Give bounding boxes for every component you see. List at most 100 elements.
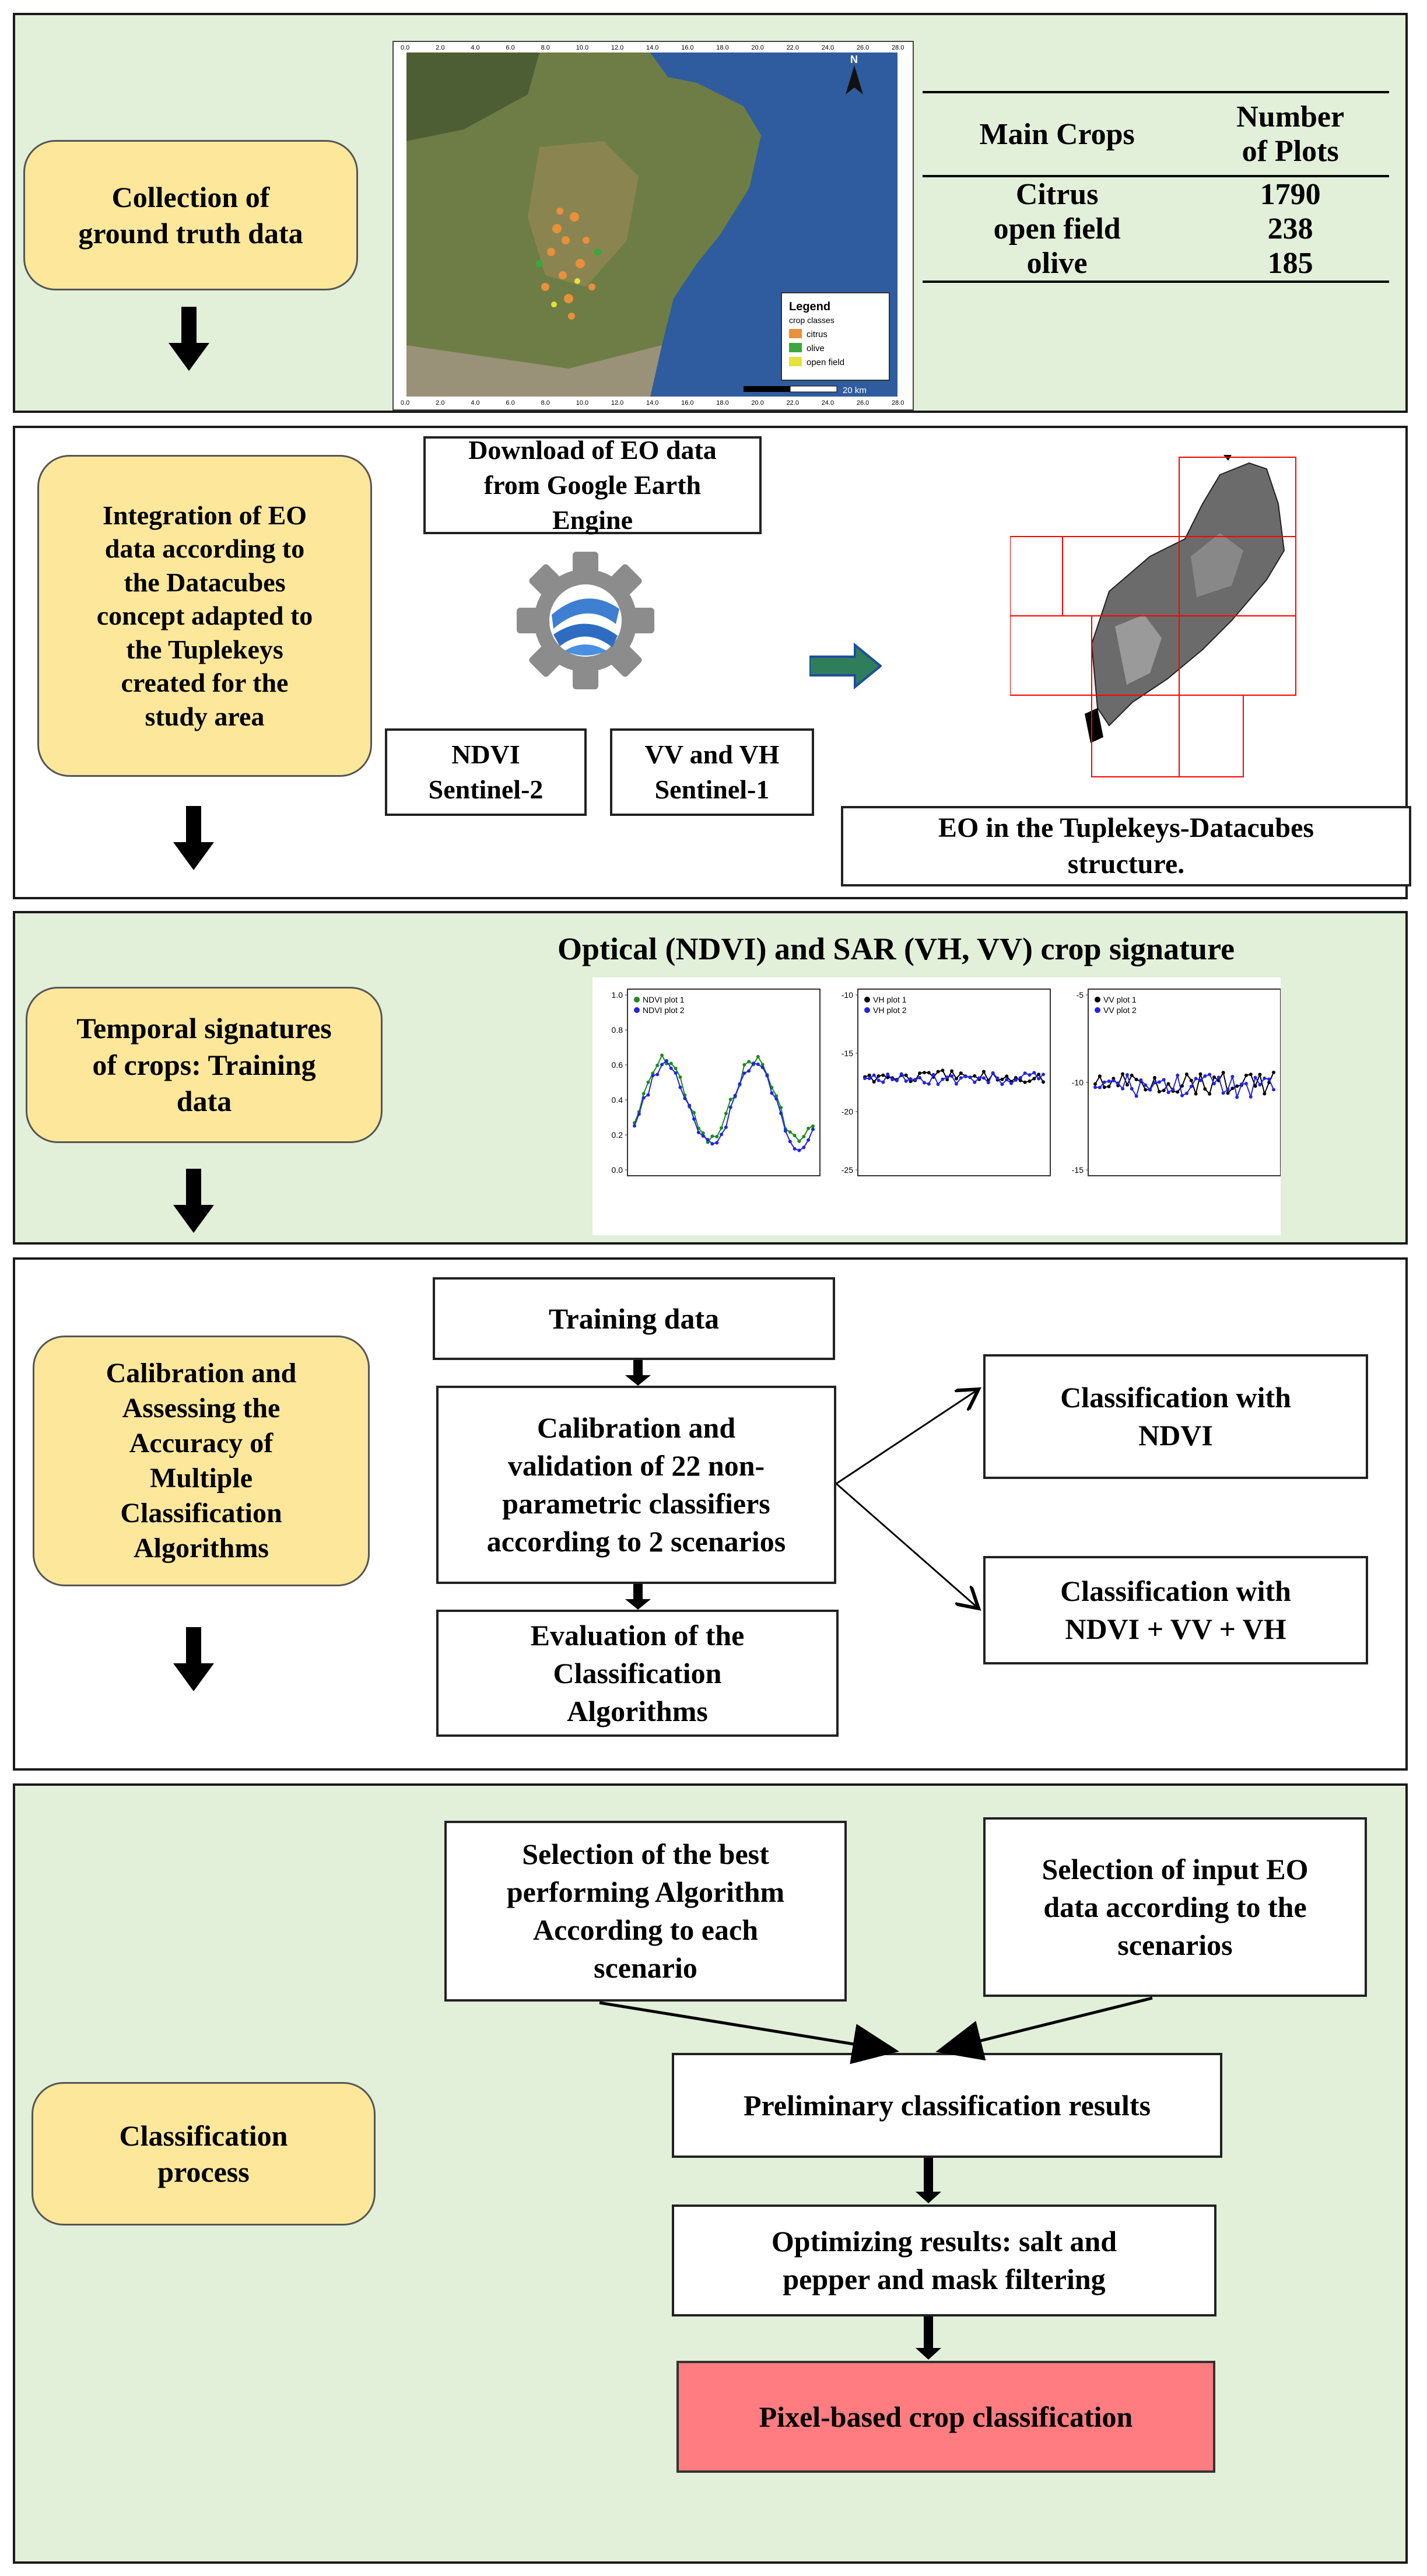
download-eo-box: Download of EO data from Google Earth En…: [423, 435, 762, 535]
calibration-validation-box: Calibration and validation of 22 non- pa…: [436, 1386, 836, 1584]
evaluation-box: Evaluation of the Classification Algorit…: [436, 1610, 839, 1737]
map-legend-title: Legend: [789, 300, 830, 313]
signature-chart-title: Optical (NDVI) and SAR (VH, VV) crop sig…: [558, 931, 1235, 966]
ndvi-sentinel2-box: NDVI Sentinel-2: [385, 728, 587, 816]
training-data-box: Training data: [433, 1277, 835, 1360]
chart-tick-label: -25: [842, 1165, 853, 1175]
map-tick-label: 2.0: [436, 399, 444, 406]
map-legend-subtitle: crop classes: [789, 316, 835, 325]
crop-name: open field: [993, 212, 1121, 246]
map-scale-label: 20 km: [843, 385, 867, 395]
chart-legend-entry: NDVI plot 2: [643, 1005, 685, 1015]
map-tick-label: 4.0: [471, 44, 479, 51]
vv-vh-sentinel1-box: VV and VH Sentinel-1: [610, 728, 814, 816]
map-tick-label: 22.0: [787, 399, 799, 406]
chart-tick-label: 0.2: [612, 1130, 623, 1140]
classification-all-box: Classification with NDVI + VV + VH: [983, 1556, 1368, 1664]
table-row: olive 185: [923, 246, 1389, 281]
crop-plots: 1790: [1260, 178, 1321, 211]
map-tick-label: 6.0: [506, 44, 514, 51]
map-tick-label: 0.0: [401, 399, 409, 406]
optimizing-results-box: Optimizing results: salt and pepper and …: [672, 2205, 1216, 2316]
map-tick-label: 10.0: [576, 44, 588, 51]
map-tick-label: 28.0: [892, 44, 904, 51]
table-row: open field 238: [923, 212, 1389, 246]
eo-tuplekeys-box: EO in the Tuplekeys-Datacubes structure.: [841, 806, 1411, 886]
chart-legend-entry: NDVI plot 1: [643, 995, 685, 1004]
ground-truth-label: Collection of ground truth data: [23, 140, 358, 290]
map-tick-label: 4.0: [471, 399, 479, 406]
map-tick-label: 24.0: [822, 399, 834, 406]
map-tick-label: 26.0: [857, 399, 869, 406]
crop-plots: 238: [1267, 212, 1313, 246]
chart-tick-label: 0.4: [612, 1095, 623, 1105]
calibration-connectors: [625, 1360, 1410, 1773]
section-classification-process: Classification process Selection of the …: [13, 1783, 1408, 2564]
section-calibration: Calibration and Assessing the Accuracy o…: [13, 1257, 1408, 1771]
map-tick-label: 10.0: [576, 399, 588, 406]
vv-chart: -5 -10 -15 VV plot 1VV plot 2: [1072, 989, 1281, 1176]
map-tick-label: 18.0: [716, 44, 728, 51]
crop-name: Citrus: [1015, 178, 1099, 211]
chart-legend-entry: VH plot 1: [873, 995, 907, 1004]
chart-tick-label: 0.8: [612, 1025, 623, 1035]
map-tick-label: 6.0: [506, 399, 514, 406]
header-number-of-plots: Number of Plots: [1236, 100, 1345, 168]
down-arrow-icon: [173, 1627, 214, 1691]
chart-tick-label: 0.6: [612, 1060, 623, 1070]
map-tick-label: 20.0: [751, 399, 763, 406]
crop-plots: 185: [1267, 247, 1313, 280]
map-tick-label: 14.0: [646, 399, 658, 406]
process-connectors: [599, 1996, 1153, 2360]
down-arrow-icon: [173, 1169, 214, 1233]
map-tick-label: 8.0: [541, 399, 550, 406]
map-tick-label: 8.0: [541, 44, 550, 51]
map-tick-label: 14.0: [646, 44, 658, 51]
map-tick-label: 22.0: [787, 44, 799, 51]
map-ticks-bottom: 0.0 2.0 4.0 6.0 8.0 10.0 12.0 14.0 16.0 18.0 20.0 2…: [401, 399, 904, 406]
section-temporal-signatures: Temporal signatures of crops: Training d…: [13, 911, 1408, 1245]
pixel-based-classification-box: Pixel-based crop classification: [676, 2361, 1215, 2473]
eo-integration-label: Integration of EO data according to the …: [37, 455, 372, 777]
down-arrow-icon: [169, 307, 209, 371]
study-area-map: Legend crop classes citrus olive open fi…: [392, 41, 914, 411]
header-main-crops: Main Crops: [979, 117, 1135, 151]
section-eo-integration: Integration of EO data according to the …: [13, 426, 1411, 899]
chart-tick-label: 0.0: [612, 1165, 623, 1175]
chart-tick-label: 1.0: [612, 990, 623, 1000]
best-algorithm-box: Selection of the best performing Algorit…: [444, 1821, 847, 2002]
map-tick-label: 12.0: [611, 399, 623, 406]
temporal-signatures-label: Temporal signatures of crops: Training d…: [26, 987, 383, 1143]
preliminary-results-box: Preliminary classification results: [672, 2053, 1222, 2158]
crop-table: Main Crops Number of Plots Citrus 1790 o…: [923, 91, 1389, 283]
calibration-label: Calibration and Assessing the Accuracy o…: [33, 1336, 370, 1586]
section-ground-truth: Collection of ground truth data Legend c…: [13, 13, 1408, 413]
map-tick-label: 26.0: [857, 44, 869, 51]
chart-legend-entry: VV plot 1: [1103, 995, 1137, 1004]
crop-points: [536, 208, 601, 320]
right-arrow-icon: [809, 643, 882, 689]
legend-citrus: citrus: [807, 330, 828, 339]
map-tick-label: 0.0: [401, 44, 409, 51]
chart-legend-entry: VH plot 2: [873, 1005, 907, 1015]
google-earth-engine-icon: [517, 552, 654, 689]
table-row: Citrus 1790: [923, 176, 1389, 212]
classification-process-label: Classification process: [31, 2082, 376, 2225]
map-tick-label: 18.0: [716, 399, 728, 406]
legend-olive: olive: [807, 344, 825, 353]
input-eo-box: Selection of input EO data according to …: [983, 1817, 1367, 1997]
tuplekeys-grid-map: [1010, 455, 1296, 777]
map-tick-label: 24.0: [822, 44, 834, 51]
map-tick-label: 16.0: [681, 399, 693, 406]
chart-legend-entry: VV plot 2: [1103, 1005, 1137, 1015]
chart-tick-label: -15: [1072, 1165, 1084, 1175]
chart-tick-label: -10: [1072, 1078, 1084, 1087]
map-tick-label: 12.0: [611, 44, 623, 51]
chart-tick-label: -5: [1077, 990, 1084, 1000]
legend-open-field: open field: [807, 358, 844, 367]
map-tick-label: 2.0: [436, 44, 444, 51]
